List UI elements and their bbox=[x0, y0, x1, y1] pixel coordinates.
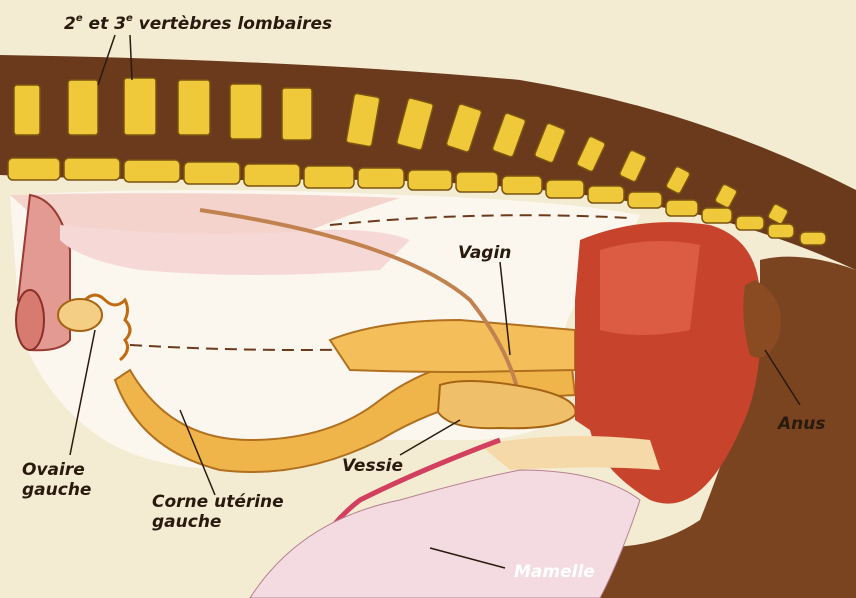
label-vertebrae: 2e et 3e vertèbres lombaires bbox=[64, 14, 332, 34]
label-mamelle: Mamelle bbox=[514, 562, 595, 582]
label-ovaire: Ovaire gauche bbox=[22, 460, 91, 500]
label-vertebrae-suffix: vertèbres lombaires bbox=[133, 14, 332, 34]
label-vessie: Vessie bbox=[342, 456, 403, 476]
rectum-end bbox=[16, 290, 44, 350]
label-vertebrae-mid: et 3 bbox=[83, 14, 126, 34]
ovary bbox=[58, 299, 102, 331]
label-corne-line2: gauche bbox=[152, 512, 284, 532]
perineal-muscles-highlight bbox=[600, 241, 700, 335]
label-ovaire-line2: gauche bbox=[22, 480, 91, 500]
label-vertebrae-sup2: e bbox=[126, 13, 133, 24]
label-ovaire-line1: Ovaire bbox=[22, 460, 91, 480]
pelvic-floor bbox=[480, 436, 660, 470]
label-vertebrae-sup1: e bbox=[76, 13, 83, 24]
label-vertebrae-num: 2 bbox=[64, 14, 76, 34]
label-corne: Corne utérine gauche bbox=[152, 492, 284, 532]
label-anus: Anus bbox=[778, 414, 825, 434]
label-vagin: Vagin bbox=[458, 243, 511, 263]
label-corne-line1: Corne utérine bbox=[152, 492, 284, 512]
